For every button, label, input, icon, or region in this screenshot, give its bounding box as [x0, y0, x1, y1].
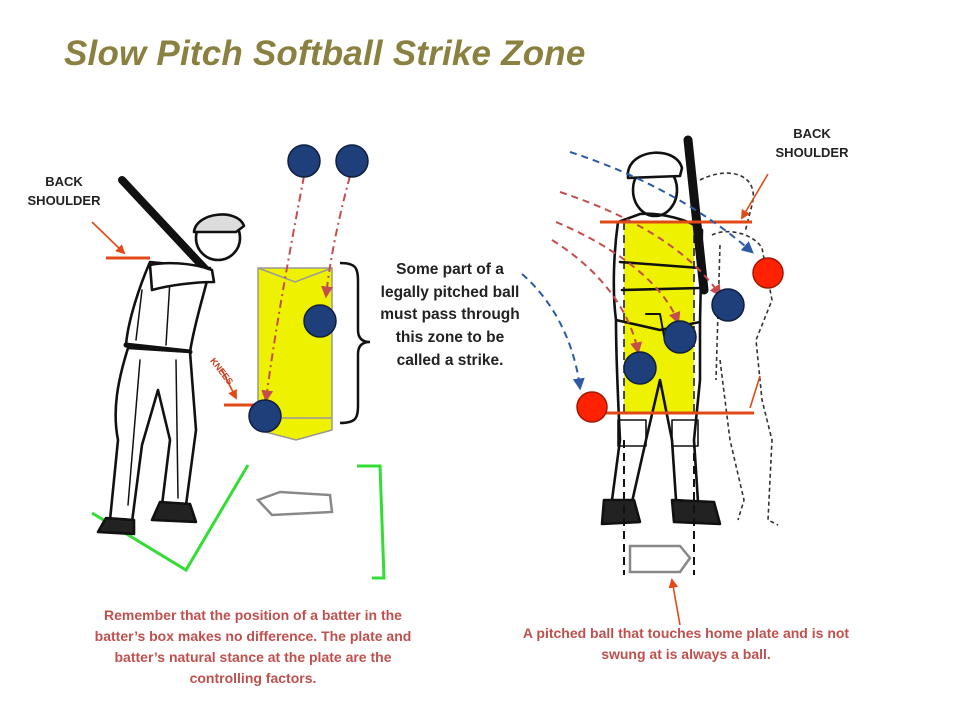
ball-right-zone-3 [623, 351, 657, 385]
batter-figure-right [600, 135, 722, 526]
pitch-path-red-3 [551, 239, 643, 355]
page-title: Slow Pitch Softball Strike Zone [64, 34, 586, 73]
ball-left-zone-top [303, 304, 337, 338]
ball-right-outside-low [576, 391, 608, 423]
pitch-path-high-ball [569, 151, 754, 254]
pitch-path-left-2 [321, 175, 351, 299]
zone-top-edge-left [257, 267, 333, 283]
home-plate-right [628, 544, 692, 574]
ball-left-start-2 [335, 144, 369, 178]
pitch-path-red-1 [559, 191, 722, 297]
left-panel-caption: Remember that the position of a batter i… [94, 607, 412, 686]
pitch-path-red-2 [555, 221, 681, 325]
zone-bracket [339, 261, 371, 425]
back-shoulder-label-left: BACK SHOULDER [27, 174, 101, 208]
knees-pointer-right [749, 375, 761, 409]
back-shoulder-label-right: BACK SHOULDER [775, 126, 849, 160]
ball-right-zone-1 [711, 288, 745, 322]
pitch-path-low-ball [521, 273, 585, 391]
plate-caption-pointer [668, 578, 681, 626]
ball-right-outside-high [752, 257, 784, 289]
knees-pointer-left [221, 369, 237, 400]
ball-right-zone-2 [663, 320, 697, 354]
back-shoulder-pointer-right [741, 173, 769, 220]
strike-zone-note: Some part of a legally pitched ball must… [380, 261, 520, 369]
batter-figure-left [96, 176, 246, 536]
home-plate-left [255, 490, 334, 517]
back-shoulder-pointer-left [91, 221, 126, 255]
batter-ghost-right [699, 172, 779, 526]
pitch-path-left-1 [261, 175, 305, 403]
ball-left-zone-bottom [248, 399, 282, 433]
ball-left-start-1 [287, 144, 321, 178]
right-panel-caption: A pitched ball that touches home plate a… [522, 625, 850, 662]
